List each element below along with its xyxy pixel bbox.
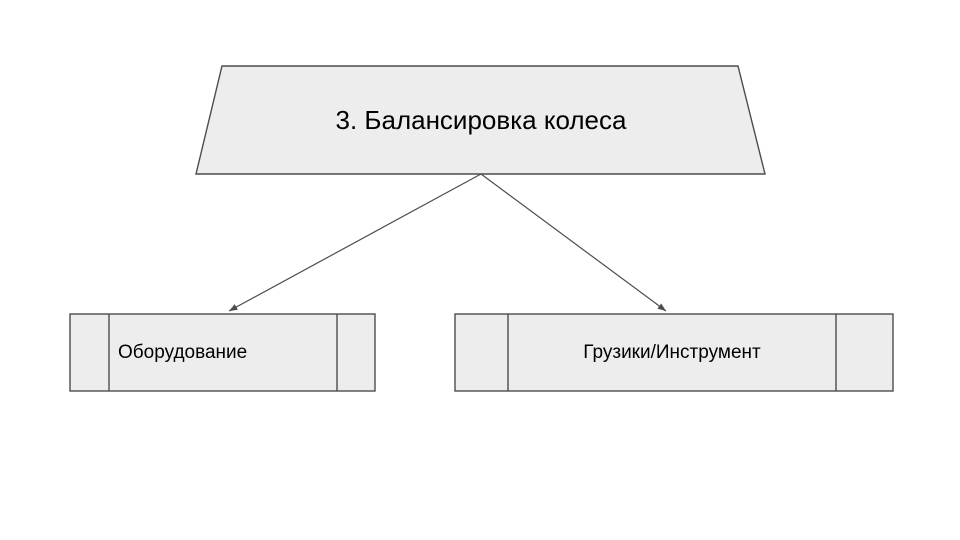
connector-to-weights-tool[interactable] xyxy=(480,173,667,312)
node-label-balansirovka-kolesa: 3. Балансировка колеса xyxy=(336,105,627,135)
connector-line-left xyxy=(228,173,482,312)
node-label-gruziki-instrument: Грузики/Инструмент xyxy=(583,342,761,363)
process-box-outline-right xyxy=(454,313,894,392)
node-balansirovka-kolesa[interactable]: 3. Балансировка колеса xyxy=(195,65,766,175)
process-box-outline-left xyxy=(69,313,376,392)
node-label-oborudovanie: Оборудование xyxy=(118,342,247,363)
trapezoid-shape xyxy=(195,65,766,175)
node-oborudovanie[interactable]: Оборудование xyxy=(69,313,376,392)
connector-to-equipment[interactable] xyxy=(228,173,482,312)
node-gruziki-instrument[interactable]: Грузики/Инструмент xyxy=(454,313,894,392)
connector-line-right xyxy=(480,173,667,312)
